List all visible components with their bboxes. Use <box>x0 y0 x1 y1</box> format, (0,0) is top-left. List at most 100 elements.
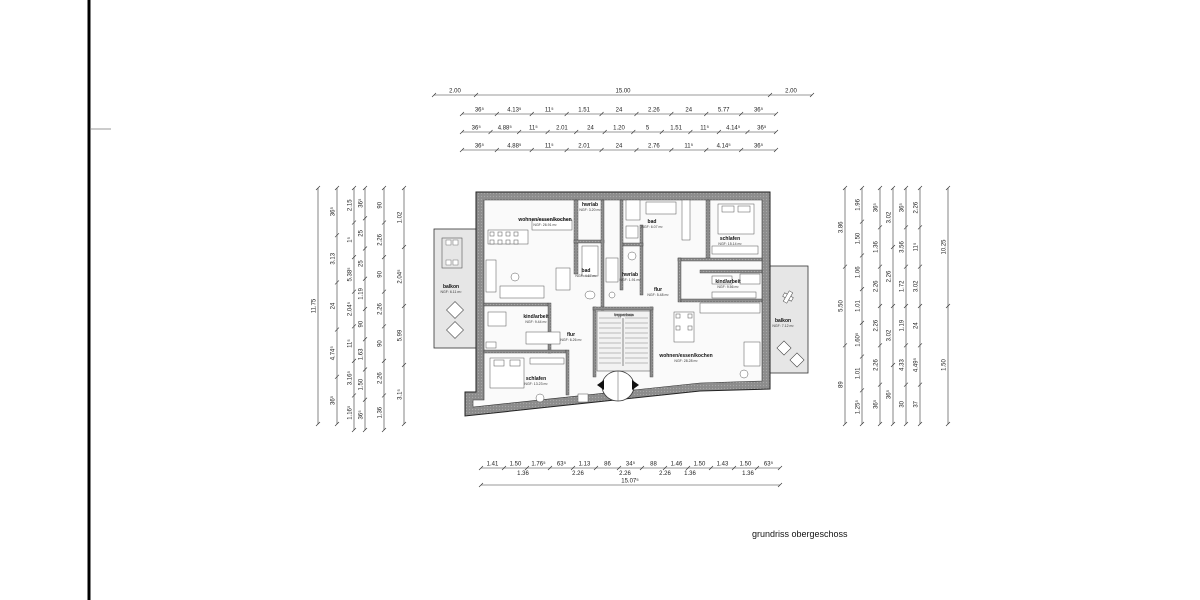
dimension-tick <box>773 111 779 117</box>
dimension-tick <box>381 289 387 294</box>
left-dim-label: 90 <box>378 270 384 277</box>
left-dim-label: 4.74⁵ <box>330 346 337 361</box>
dimension-tick <box>362 427 368 433</box>
left-dim-label: 1.19 <box>359 287 365 299</box>
dimension-tick <box>381 220 387 225</box>
dimension-tick <box>859 219 865 224</box>
dimension-tick <box>662 465 668 471</box>
dimension-tick <box>903 303 909 309</box>
top-dim-label: 11⁵ <box>700 125 709 132</box>
dimension-tick <box>478 482 484 488</box>
dimension-tick <box>877 343 883 348</box>
dimension-tick <box>334 327 340 332</box>
right-dim-label: 5.50 <box>839 300 845 312</box>
right-dim-label: 1.96 <box>856 198 862 210</box>
dimension-tick <box>362 246 368 251</box>
dimension-tick <box>738 111 744 117</box>
top-dim-label: 4.14⁵ <box>726 125 741 132</box>
interior-walls <box>483 199 763 396</box>
bottom-dim-label: 88 <box>650 462 657 468</box>
drawing-caption: grundriss obergeschoss <box>752 529 848 539</box>
dimension-tick <box>494 111 500 117</box>
top-dim-label: 1.51 <box>670 126 682 132</box>
right-dim-label: 36⁵ <box>899 203 906 213</box>
dimension-tick <box>334 374 340 380</box>
dimension-tick <box>842 343 848 348</box>
dimension-tick <box>459 147 465 153</box>
left-dim-label: 2.26 <box>378 303 384 315</box>
left-dim-label: 90 <box>359 320 365 327</box>
right-dim-label: 3.02 <box>887 211 893 223</box>
left-dim-label: 90 <box>378 340 384 347</box>
dimension-tick <box>890 421 896 427</box>
right-dim-label: 1.06 <box>856 266 862 278</box>
left-dim-label: 2.26 <box>378 372 384 384</box>
room-area: NGF: 3.20 m² <box>579 208 601 212</box>
dimension-tick <box>488 129 493 135</box>
dimension-tick <box>381 254 387 260</box>
room-name: flur <box>654 287 662 293</box>
dimension-tick <box>917 421 923 427</box>
right-dim-label: 1.50 <box>856 232 862 244</box>
dimension-tick <box>917 343 923 348</box>
right-dim-label: 1.36 <box>874 241 880 253</box>
dimension-tick <box>738 147 744 153</box>
right-dim-label: 1.25⁵ <box>855 400 862 415</box>
dimension-tick <box>362 367 368 372</box>
top-dim-label: 36⁵ <box>475 143 485 150</box>
bottom-dim-label: 34⁵ <box>626 461 636 468</box>
room-area: NGF: 6.11 m² <box>441 290 463 294</box>
room-area: NGF: 6.07 m² <box>641 225 663 229</box>
top-dim-label: 5 <box>646 126 650 132</box>
dimension-tick <box>945 421 951 427</box>
dimension-tick <box>602 129 607 135</box>
dimension-tick <box>639 465 645 471</box>
dimension-tick <box>917 303 923 309</box>
dimension-tick <box>917 264 923 269</box>
dimension-tick <box>564 111 569 117</box>
right-dim-label: 2.26 <box>874 319 880 331</box>
dimension-tick <box>917 225 923 230</box>
dimension-tick <box>745 129 750 135</box>
right-dim-label: 1.72 <box>900 280 906 292</box>
dimension-tick <box>564 147 569 153</box>
top-dim-label: 24 <box>616 108 623 114</box>
right-dim-label: 1.50 <box>942 359 948 371</box>
top-dim-label: 15.00 <box>615 89 631 95</box>
dimension-tick <box>688 129 693 135</box>
top-dim-label: 11⁵ <box>545 107 554 114</box>
left-dim-label: 36⁵ <box>330 207 337 217</box>
top-dim-label: 2.76 <box>648 144 660 150</box>
dimension-tick <box>859 421 865 427</box>
top-dim-label: 4.88⁵ <box>507 143 522 150</box>
dimension-tick <box>599 147 604 153</box>
dimension-tick <box>859 286 865 292</box>
dimension-tick <box>917 185 923 191</box>
dimension-tick <box>859 320 865 326</box>
room-area: NGF: 4.67 m² <box>575 274 597 278</box>
room-name: hwr/ab <box>622 272 638 278</box>
left-dim-label: 5.99 <box>398 329 404 341</box>
dimension-tick <box>362 397 368 402</box>
dimension-tick <box>877 421 883 427</box>
dimension-tick <box>351 427 357 433</box>
dimension-tick <box>381 393 387 398</box>
top-dim-label: 24 <box>685 108 692 114</box>
dimension-tick <box>842 421 848 427</box>
right-dim-label: 2.26 <box>874 359 880 371</box>
room-name: balkon <box>775 318 791 324</box>
top-dim-label: 1.51 <box>578 108 590 114</box>
right-dim-label: 4.33 <box>900 359 906 371</box>
bottom-dim-total: 15.07⁵ <box>621 478 639 485</box>
left-dim-label: 2.04⁵ <box>397 269 404 284</box>
right-dim-label: 2.26 <box>887 270 893 282</box>
room-name: kind/arbeit <box>523 314 549 320</box>
room-area: NGF: 26.91 m² <box>533 223 557 227</box>
dimension-tick <box>669 147 674 153</box>
balcony-left <box>433 228 477 349</box>
dimension-tick <box>877 185 883 191</box>
bottom-dim-label: 1.13 <box>579 462 591 468</box>
dimension-tick <box>401 185 407 191</box>
top-dim-label: 11⁵ <box>529 125 538 132</box>
dimension-tick <box>351 324 357 329</box>
